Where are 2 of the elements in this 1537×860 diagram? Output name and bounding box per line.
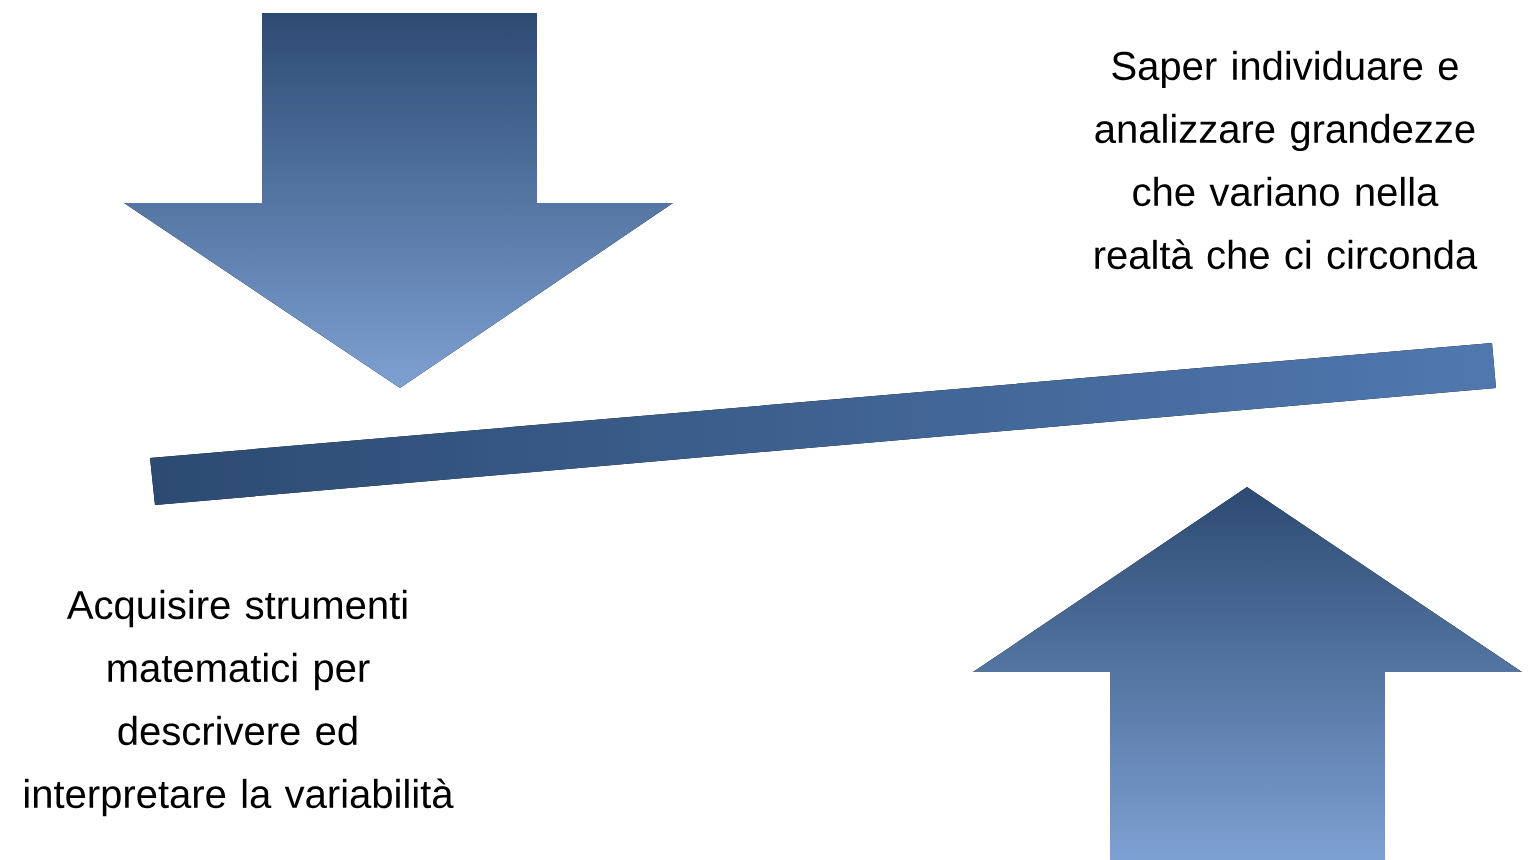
text-label: Saper individuare e analizzare grandezze che variano nella realtà che ci circonda [1095, 50, 1478, 270]
text-label: Acquisire strumenti matematici per descrivere ed interpretare la variabilità [25, 589, 454, 817]
